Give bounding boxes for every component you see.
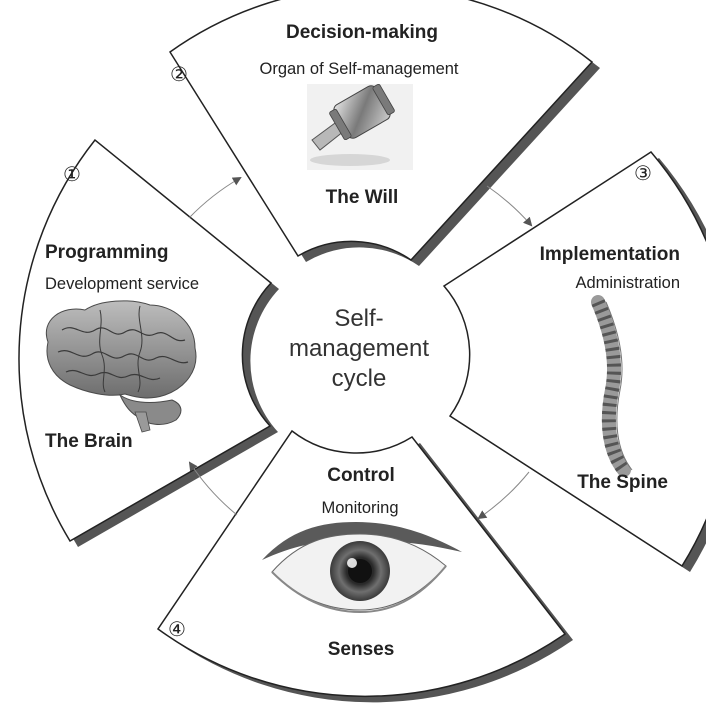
segment-title-implementation: Implementation xyxy=(540,244,680,265)
segment-content-implementation: ③ Implementation Administration The Spin… xyxy=(540,161,680,493)
arrow-control-to-programming xyxy=(188,461,238,516)
eye-icon xyxy=(262,522,462,614)
segment-subtitle-control: Monitoring xyxy=(321,499,398,517)
segment-content-control: ④ Control Monitoring Senses xyxy=(168,465,462,660)
segment-number-3: ③ xyxy=(634,161,652,185)
segment-title-decision: Decision-making xyxy=(286,22,438,43)
segment-subtitle-decision: Organ of Self-management xyxy=(259,60,458,78)
gavel-icon xyxy=(307,83,413,170)
cycle-arrows xyxy=(188,176,533,520)
segment-subtitle-implementation: Administration xyxy=(575,274,680,292)
arrow-programming-to-decision xyxy=(188,176,242,219)
segment-title-control: Control xyxy=(327,465,395,486)
segment-organ-implementation: The Spine xyxy=(577,472,668,493)
center-hub: Self- management cycle xyxy=(289,305,429,392)
spine-icon xyxy=(591,295,633,477)
segment-number-4: ④ xyxy=(168,617,186,641)
segment-content-programming: ① Programming Development service The Br… xyxy=(45,162,199,452)
segment-implementation xyxy=(442,151,706,568)
brain-icon xyxy=(45,300,197,433)
segment-number-2: ② xyxy=(170,62,188,86)
segment-title-programming: Programming xyxy=(45,242,169,263)
center-line-2: management xyxy=(289,335,429,362)
segment-organ-programming: The Brain xyxy=(45,431,133,452)
segment-organ-control: Senses xyxy=(328,639,395,660)
center-line-1: Self- xyxy=(334,305,383,332)
segment-number-1: ① xyxy=(63,162,81,186)
arrow-decision-to-implementation xyxy=(486,185,533,227)
center-line-3: cycle xyxy=(332,365,387,392)
segment-organ-decision: The Will xyxy=(326,187,399,208)
segment-subtitle-programming: Development service xyxy=(45,275,199,293)
arrow-implementation-to-control xyxy=(477,471,530,520)
segment-content-decision: ② Decision-making Organ of Self-manageme… xyxy=(170,22,459,208)
